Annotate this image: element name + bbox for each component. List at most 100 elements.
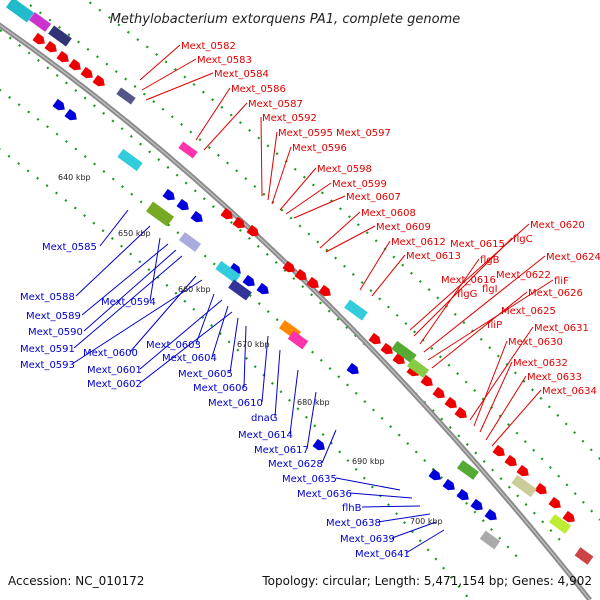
callout-line [423, 255, 546, 353]
gene-arrow-forward [548, 496, 561, 509]
gene-label[interactable]: Mext_0638 [326, 518, 381, 529]
gene-label[interactable]: Mext_0632 [513, 358, 568, 369]
feature-box [344, 299, 368, 321]
gene-label[interactable]: Mext_0601 [87, 365, 142, 376]
gene-arrow-forward [368, 332, 381, 345]
gene-label[interactable]: Mext_0612 [391, 237, 446, 248]
feature-box [117, 148, 143, 172]
gene-label[interactable]: Mext_0635 [282, 474, 337, 485]
gene-label[interactable]: Mext_0616 [441, 275, 496, 286]
feature-box [28, 12, 52, 32]
gene-label[interactable]: Mext_0624 [546, 252, 600, 263]
gene-arrow-forward [56, 50, 69, 63]
tick-label: 650 kbp [118, 229, 151, 238]
gene-label[interactable]: Mext_0607 [346, 192, 401, 203]
gene-arrow-reverse [484, 508, 497, 521]
gene-arrow-reverse [64, 108, 77, 121]
gene-label[interactable]: Mext_0602 [87, 379, 142, 390]
gene-label[interactable]: Mext_0613 [406, 251, 461, 262]
gene-label[interactable]: Mext_0615 [450, 239, 505, 250]
gene-arrow-forward [246, 224, 259, 237]
gene-label[interactable]: Mext_0631 [534, 323, 589, 334]
gene-label[interactable]: flgB [480, 255, 500, 266]
callout-line [274, 349, 281, 418]
gene-label[interactable]: Mext_0633 [527, 372, 582, 383]
gene-arrow-reverse [442, 478, 455, 491]
gene-label[interactable]: Mext_0582 [181, 41, 236, 52]
gene-label[interactable]: Mext_0610 [208, 398, 263, 409]
feature-box [228, 279, 252, 301]
gene-arrow-forward [432, 386, 445, 399]
gene-label[interactable]: Mext_0600 [83, 348, 138, 359]
gene-label[interactable]: Mext_0634 [542, 386, 597, 397]
gene-label[interactable]: Mext_0586 [231, 84, 286, 95]
tick-label: 680 kbp [297, 398, 330, 407]
gene-label[interactable]: Mext_0591 [20, 344, 75, 355]
gene-label[interactable]: flhB [342, 503, 362, 514]
gene-arrow-forward [504, 454, 517, 467]
gene-label[interactable]: Mext_0590 [28, 327, 83, 338]
callout-line [319, 211, 361, 249]
callout-line [371, 254, 406, 297]
callout-line [289, 369, 299, 435]
gene-label[interactable]: Mext_0594 [101, 297, 156, 308]
gene-label[interactable]: Mext_0626 [528, 288, 583, 299]
gene-label[interactable]: Mext_0641 [355, 549, 410, 560]
genome-summary: Topology: circular; Length: 5,471,154 bp… [261, 574, 592, 588]
gene-label[interactable]: Mext_0584 [214, 69, 269, 80]
gene-label[interactable]: Mext_0598 [317, 164, 372, 175]
gene-label[interactable]: dnaG [251, 413, 278, 424]
gene-label[interactable]: Mext_0614 [238, 430, 293, 441]
feature-box [406, 358, 430, 378]
gene-label[interactable]: Mext_0620 [530, 220, 585, 231]
gene-label[interactable]: Mext_0630 [508, 337, 563, 348]
callout-line [321, 429, 337, 464]
gene-label[interactable]: Mext_0595 [278, 128, 333, 139]
gene-label[interactable]: Mext_0639 [340, 534, 395, 545]
callout-line [413, 237, 513, 337]
gene-arrow-forward [318, 284, 331, 297]
callout-line [361, 505, 421, 508]
gene-arrow-reverse [470, 498, 483, 511]
gene-label[interactable]: Mext_0593 [20, 360, 75, 371]
gene-label[interactable]: Mext_0604 [162, 353, 217, 364]
gene-label[interactable]: Mext_0617 [254, 445, 309, 456]
gene-label[interactable]: Mext_0597 [336, 128, 391, 139]
callout-line [195, 87, 231, 141]
gene-arrow-forward [380, 342, 393, 355]
callout-line [431, 291, 528, 369]
gene-label[interactable]: fliF [554, 276, 569, 287]
gene-label[interactable]: Mext_0609 [376, 222, 431, 233]
gene-label[interactable]: Mext_0583 [197, 55, 252, 66]
gene-label[interactable]: Mext_0592 [262, 113, 317, 124]
callout-line [81, 243, 169, 316]
callout-line [325, 225, 376, 253]
tick-label: 640 kbp [58, 173, 91, 182]
gene-label[interactable]: Mext_0596 [292, 143, 347, 154]
gene-label[interactable]: Mext_0587 [248, 99, 303, 110]
gene-label[interactable]: Mext_0585 [42, 242, 97, 253]
gene-label[interactable]: Mext_0625 [501, 306, 556, 317]
gene-label[interactable]: flgG [457, 289, 477, 300]
callout-line [83, 249, 177, 332]
gene-label[interactable]: Mext_0603 [146, 340, 201, 351]
gene-label[interactable]: Mext_0622 [496, 270, 551, 281]
gene-label[interactable]: flgI [482, 284, 498, 295]
gene-label[interactable]: Mext_0628 [268, 459, 323, 470]
feature-box [178, 232, 202, 252]
gene-label[interactable]: Mext_0606 [193, 383, 248, 394]
gene-label[interactable]: flgC [513, 234, 533, 245]
gene-label[interactable]: Mext_0605 [178, 369, 233, 380]
gene-label[interactable]: Mext_0589 [26, 311, 81, 322]
gene-label[interactable]: Mext_0636 [297, 489, 352, 500]
callout-line [285, 182, 332, 215]
callout-line [139, 44, 181, 81]
callout-line [349, 492, 413, 499]
gene-arrow-forward [32, 32, 45, 45]
gene-arrow-forward [516, 464, 529, 477]
gene-label[interactable]: Mext_0599 [332, 179, 387, 190]
gene-label[interactable]: Mext_0588 [20, 292, 75, 303]
gene-label[interactable]: fliP [487, 320, 502, 331]
gene-label[interactable]: Mext_0608 [361, 208, 416, 219]
callout-line [409, 223, 530, 331]
